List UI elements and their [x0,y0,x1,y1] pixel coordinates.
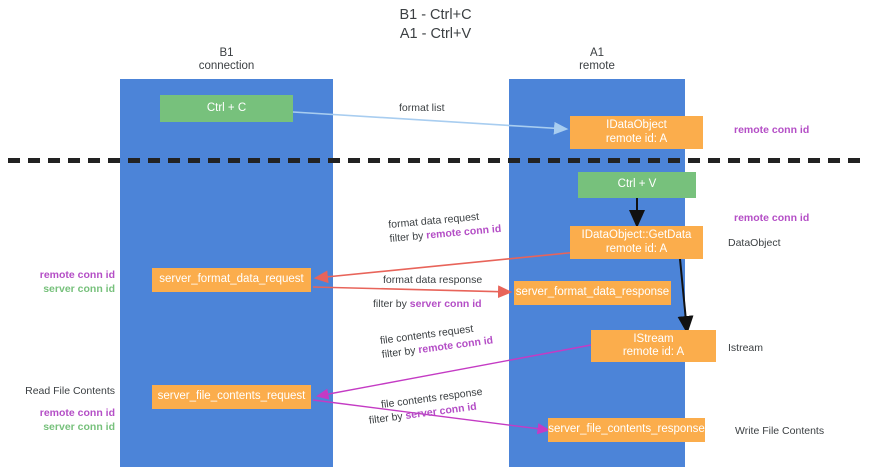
diagram-title: B1 - Ctrl+C A1 - Ctrl+V [0,6,871,44]
node-istream-line1: IStream [633,332,674,345]
node-server-file-contents-request-label: server_file_contents_request [157,390,306,403]
filter-prefix: filter by [389,229,427,245]
title-line-2: A1 - Ctrl+V [399,26,472,42]
title-line-1: B1 - Ctrl+C [399,7,472,23]
column-header-b1: B1 connection [120,47,333,73]
node-ctrl-v-label: Ctrl + V [617,178,657,191]
filter-prefix: filter by [381,344,420,361]
filter-value-server-conn-id: server conn id [409,298,482,310]
edge-label-format-list-text: format list [399,102,445,114]
edge-label-file-contents-request: file contents request filter by remote c… [379,319,494,361]
column-header-a1-name: A1 [589,47,605,59]
side-label-read-file-contents: Read File Contents remote conn id server… [0,384,115,434]
node-server-format-data-request-label: server_format_data_request [159,273,304,286]
node-server-file-contents-request[interactable]: server_file_contents_request [152,385,311,409]
side-label-read-file-remote: remote conn id [39,407,115,419]
section-divider [8,158,863,163]
node-idataobject-getdata-line1: IDataObject::GetData [581,229,692,241]
node-istream[interactable]: IStream remote id: A [591,330,716,362]
node-server-file-contents-response[interactable]: server_file_contents_response [548,418,705,442]
edge-label-format-list: format list [399,101,445,115]
node-server-format-data-response[interactable]: server_format_data_response [514,281,671,305]
edge-label-format-data-request: format data request filter by remote con… [388,208,502,246]
side-label-dataobject-text: DataObject [728,237,781,249]
node-ctrl-v[interactable]: Ctrl + V [578,172,696,198]
node-idataobject-getdata-line2: remote id: A [605,242,668,255]
side-label-read-file-server: server conn id [43,421,115,433]
edge-label-format-data-response: format data response filter by server co… [373,273,483,311]
node-ctrl-c[interactable]: Ctrl + C [160,95,293,122]
edge-label-format-data-response-line2: filter by server conn id [373,297,482,311]
filter-prefix: filter by [373,298,410,310]
node-idataobject[interactable]: IDataObject remote id: A [570,116,703,149]
column-header-a1: A1 remote [509,47,685,73]
side-label-dataobject: DataObject [728,236,781,250]
node-server-file-contents-response-label: server_file_contents_response [548,423,705,436]
column-header-a1-role: remote [579,60,615,72]
node-istream-line2: remote id: A [622,346,685,358]
node-idataobject-line1: IDataObject [606,119,667,131]
side-label-remote-conn-id-top-text: remote conn id [734,124,810,136]
side-label-remote-conn-id-top: remote conn id [734,123,809,137]
node-server-format-data-request[interactable]: server_format_data_request [152,268,311,292]
side-label-istream: Istream [728,341,763,355]
column-header-b1-name: B1 [219,47,234,59]
side-label-write-file-contents-text: Write File Contents [735,425,825,437]
side-label-remote-conn-id-mid-text: remote conn id [734,212,810,224]
side-label-istream-text: Istream [728,342,764,354]
node-server-format-data-response-label: server_format_data_response [515,286,670,299]
side-label-conn-ids-remote: remote conn id [39,269,115,281]
node-idataobject-getdata[interactable]: IDataObject::GetData remote id: A [570,226,703,259]
side-label-conn-ids-left: remote conn id server conn id [0,268,115,296]
filter-prefix: filter by [368,410,407,427]
node-idataobject-line2: remote id: A [605,132,668,145]
side-label-write-file-contents: Write File Contents [735,424,824,438]
edge-label-format-data-response-line1: format data response [383,274,483,286]
side-label-remote-conn-id-mid: remote conn id [734,211,809,225]
node-ctrl-c-label: Ctrl + C [206,101,247,114]
edge-label-file-contents-response: file contents response filter by server … [368,385,485,427]
side-label-conn-ids-server: server conn id [43,283,115,295]
column-header-b1-role: connection [198,60,255,72]
side-label-read-file-contents-title: Read File Contents [25,385,115,397]
